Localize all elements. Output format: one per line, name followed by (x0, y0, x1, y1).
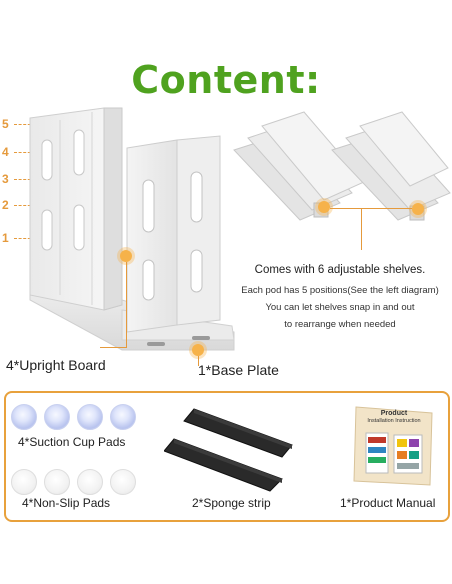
product-manual-image: Product Installation Instruction (352, 403, 436, 487)
shelf-description-line2: You can let shelves snap in and out (265, 302, 415, 313)
slot-number-4: 4 (2, 145, 9, 159)
slot-number-1: 1 (2, 231, 9, 245)
slot-leader-1 (14, 238, 40, 239)
shelf-description: Comes with 6 adjustable shelves. Each po… (236, 264, 444, 333)
manual-cover-title1: Product (380, 410, 408, 417)
non-slip-pads-label: 4*Non-Slip Pads (22, 496, 111, 510)
slot-number-3: 3 (2, 172, 9, 186)
suction-cup-pads-label: 4*Suction Cup Pads (18, 435, 126, 449)
shelf-marker-dot-left (318, 201, 330, 213)
base-leader-line (198, 356, 199, 366)
upright-boards-illustration (29, 107, 235, 351)
upright-leader-hline (100, 347, 127, 348)
page-title: Content: (131, 58, 321, 102)
base-plate-label: 1*Base Plate (198, 362, 279, 378)
shelf-bracket-line (330, 208, 412, 209)
sponge-strip-label: 2*Sponge strip (192, 496, 271, 510)
shelf-marker-dot-right (412, 203, 424, 215)
non-slip-pad-icon (77, 469, 103, 495)
shelf-description-main: Comes with 6 adjustable shelves. (254, 264, 426, 276)
manual-cover-icon (353, 406, 433, 486)
slot-leader-3 (14, 179, 40, 180)
product-manual-label: 1*Product Manual (340, 496, 436, 510)
upright-marker-dot (120, 250, 132, 262)
non-slip-pad-icon (44, 469, 70, 495)
shelf-bracket-stem (361, 208, 362, 250)
accessories-panel: 4*Suction Cup Pads 4*Non-Slip Pads 2*Spo… (4, 391, 450, 522)
suction-cup-pad-icon (11, 404, 37, 430)
non-slip-pad-icon (110, 469, 136, 495)
shelf-description-line3: to rearrange when needed (284, 319, 396, 330)
upright-board-label: 4*Upright Board (6, 357, 106, 373)
shelves-illustration (233, 111, 451, 221)
slot-leader-2 (14, 205, 40, 206)
sponge-strip-icon (164, 408, 293, 492)
non-slip-pad-icon (11, 469, 37, 495)
suction-cup-pad-icon (110, 404, 136, 430)
shelf-description-line1: Each pod has 5 positions(See the left di… (241, 285, 439, 296)
manual-cover-title2: Installation Instruction (367, 418, 421, 424)
suction-cup-pad-icon (44, 404, 70, 430)
upright-leader-line (126, 262, 127, 347)
base-marker-dot (192, 344, 204, 356)
slot-leader-4 (14, 152, 40, 153)
suction-cup-pad-icon (77, 404, 103, 430)
slot-number-5: 5 (2, 117, 9, 131)
slot-leader-5 (14, 124, 40, 125)
slot-number-2: 2 (2, 198, 9, 212)
